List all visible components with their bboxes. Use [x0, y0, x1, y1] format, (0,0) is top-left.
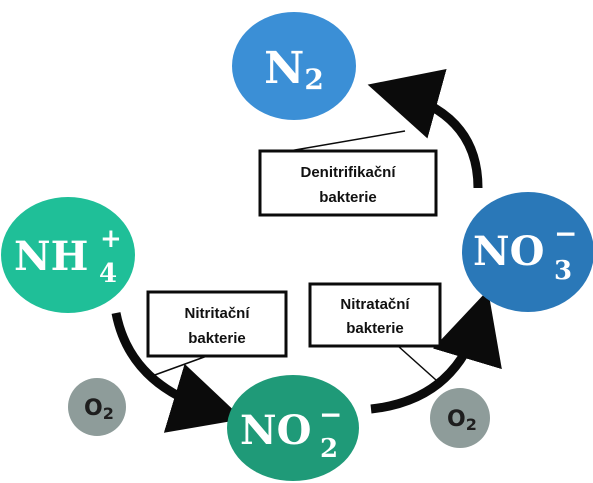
nh4-superscript: + [100, 224, 122, 254]
nh4-circle [1, 197, 135, 313]
no2-superscript: − [319, 398, 342, 431]
denitrification-line2: bakterie [319, 189, 377, 206]
no3-superscript: − [554, 217, 577, 250]
no3-main: NO [473, 228, 544, 275]
no2-circle [227, 375, 359, 481]
nitratation-box-frame [308, 282, 442, 348]
no3-formula: NO [473, 228, 544, 275]
o2-left-node: O2 [68, 378, 126, 436]
nitratation-label-box: Nitratační bakterie [308, 282, 442, 348]
o2-right-circle [430, 388, 490, 448]
no3-subscript: 3 [554, 256, 572, 286]
no2-node: NO − 2 [227, 375, 359, 481]
n2-circle [232, 12, 356, 120]
nitritation-line2: bakterie [188, 330, 246, 347]
denitrification-label-box: Denitrifikační bakterie [258, 149, 438, 217]
n2-subscript: 2 [304, 63, 323, 96]
no2-formula: NO [240, 407, 311, 454]
nh4-node: NH + 4 [1, 197, 135, 313]
nh4-main: NH [14, 233, 88, 280]
n2-formula: N2 [264, 43, 324, 96]
arrow-nh4-to-no2 [111, 312, 244, 433]
denitrification-line1: Denitrifikační [300, 164, 396, 181]
nitritation-label-box: Nitritační bakterie [146, 290, 288, 358]
nitratation-line2: bakterie [346, 320, 404, 337]
no3-circle [462, 192, 593, 312]
leader-line-nitratation [397, 345, 437, 381]
arrow-no3-to-n2 [367, 69, 483, 189]
o2-right-formula: O2 [447, 407, 477, 434]
nh4-formula: NH [14, 233, 88, 280]
arrow-no2-to-no3 [370, 289, 502, 414]
nh4-subscript: 4 [99, 259, 117, 289]
leader-line-nitritation [151, 355, 208, 377]
n2-node: N2 [232, 12, 356, 120]
o2-right-node: O2 [430, 388, 490, 448]
no2-main: NO [240, 407, 311, 454]
n2-main: N [264, 43, 304, 94]
no3-node: NO − 3 [462, 192, 593, 312]
nitritation-box-frame [146, 290, 288, 358]
o2-left-circle [68, 378, 126, 436]
no2-subscript: 2 [320, 434, 338, 464]
nitritation-line1: Nitritační [184, 305, 250, 322]
nitratation-line1: Nitratační [340, 296, 410, 313]
o2-left-formula: O2 [84, 396, 114, 423]
denitrification-box-frame [258, 149, 438, 217]
